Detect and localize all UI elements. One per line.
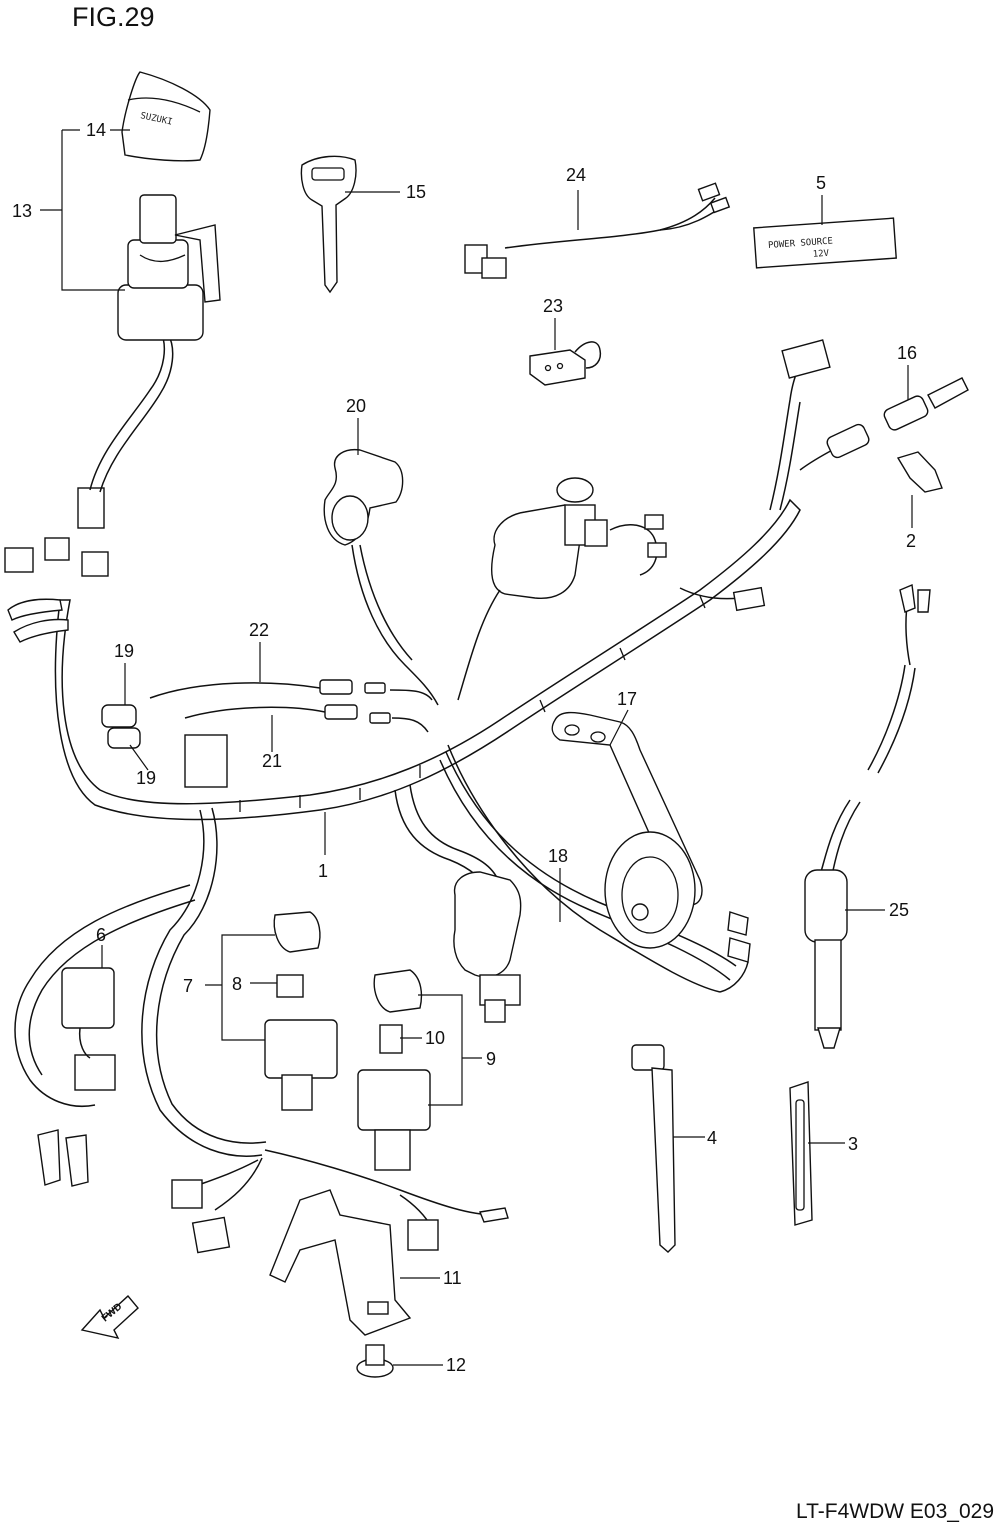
ignition-switch-cover: SUZUKI [121,71,211,162]
callout-6: 6 [96,925,106,945]
callout-18: 18 [548,846,568,866]
callout-5: 5 [816,173,826,193]
ignition-key [300,155,357,294]
callout-labels: 1 2 3 4 5 6 7 8 9 10 11 12 13 14 15 16 1… [12,120,917,1375]
callout-24: 24 [566,165,586,185]
power-source-label: POWER SOURCE 12V [753,217,897,269]
main-wiring-harness [14,498,801,1229]
callout-4: 4 [707,1128,717,1148]
figure-title: FIG.29 [72,2,155,32]
cable-tie [631,1044,676,1253]
handlebar-switch [323,448,439,706]
callout-25: 25 [889,900,909,920]
horn-lead-wire [447,744,749,993]
mounting-bolt [356,1344,394,1378]
ignition-coil [457,477,667,701]
callout-14: 14 [86,120,106,140]
spark-plug-cap [804,584,931,1049]
callout-16: 16 [897,343,917,363]
callout-23: 23 [543,296,563,316]
callout-leader-lines [40,129,913,1366]
callout-15: 15 [406,182,426,202]
callout-7: 7 [183,976,193,996]
callout-20: 20 [346,396,366,416]
harness-right-branch [679,339,969,612]
callout-2: 2 [906,531,916,551]
harness-left-connectors [4,329,174,643]
callout-3: 3 [848,1134,858,1154]
starter-relay [453,871,522,1023]
label-text-line2: 12V [812,249,829,260]
callout-13: 13 [12,201,32,221]
fuse-box-spare [357,969,431,1171]
harness-lower-connectors [171,1179,509,1254]
lead-wires [149,679,433,733]
callout-19-lower: 19 [136,768,156,788]
harness-clamp [896,451,943,493]
horn [551,711,751,963]
ignition-switch [117,194,221,341]
fuse-box [264,911,338,1111]
callout-1: 1 [318,861,328,881]
callout-12: 12 [446,1355,466,1375]
callout-19-upper: 19 [114,641,134,661]
label-text-line1: POWER SOURCE [768,236,834,251]
wire-clamps [101,704,228,788]
forward-direction-arrow: FWD [80,1294,139,1340]
connector-cap [529,341,602,386]
callout-11: 11 [443,1268,462,1288]
callout-21: 21 [262,751,282,771]
callout-8: 8 [232,974,242,994]
figure-code: LT-F4WDW E03_029 [795,1500,994,1523]
callout-10: 10 [425,1028,445,1048]
sub-wire-harness [464,182,731,279]
callout-9: 9 [486,1049,496,1069]
band-strap [789,1081,813,1226]
harness-bracket [269,1189,412,1336]
callout-17: 17 [617,689,637,709]
relay [37,967,116,1187]
callout-22: 22 [249,620,269,640]
